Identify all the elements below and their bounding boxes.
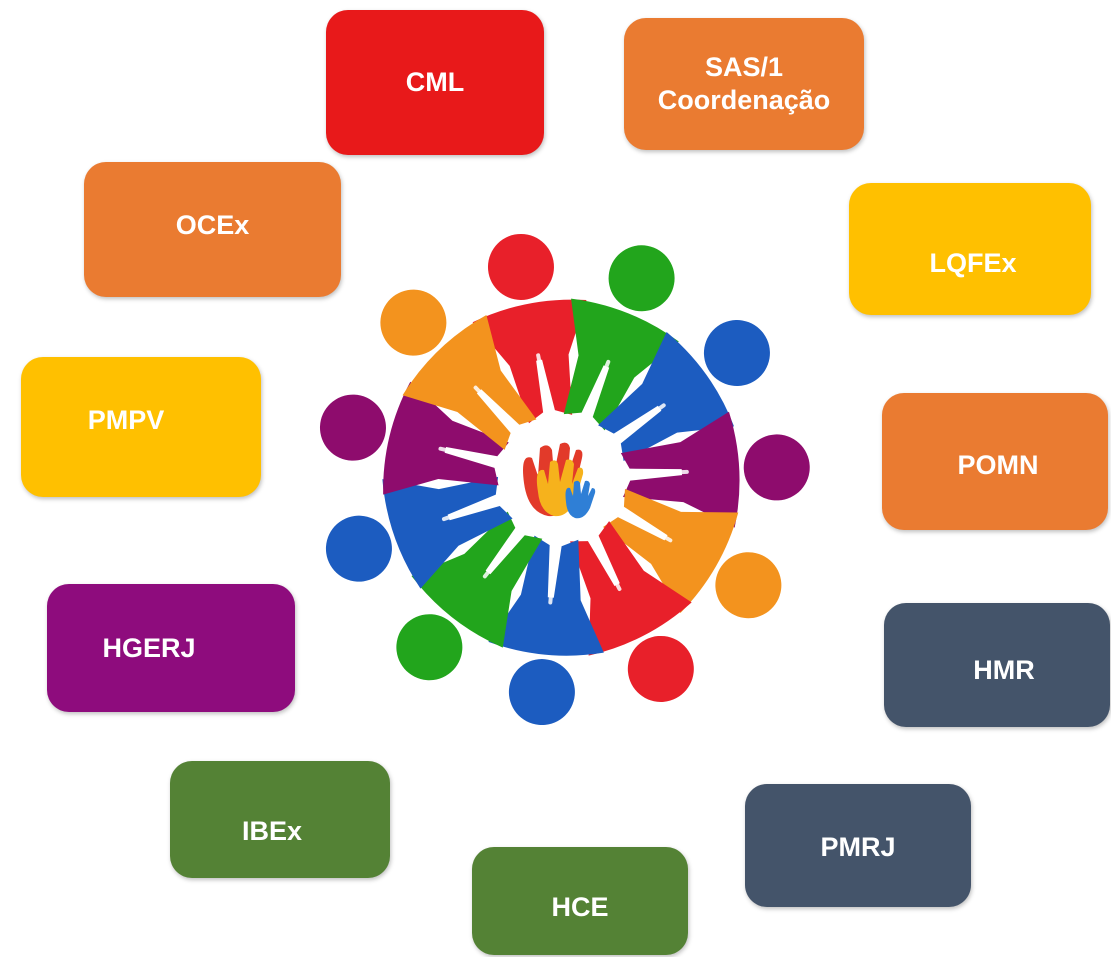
- person-body: [383, 381, 509, 495]
- person-body: [411, 511, 543, 648]
- person-body: [382, 476, 513, 589]
- hand-blue: [565, 480, 596, 519]
- person-head: [396, 614, 463, 681]
- person-body: [488, 535, 604, 656]
- person-leg-line: [536, 353, 552, 416]
- person-head: [487, 233, 554, 300]
- box-ocex-label: OCEx: [175, 210, 250, 241]
- box-pmrj: PMRJ: [745, 784, 971, 907]
- person-head: [325, 515, 392, 582]
- person-leg-line: [590, 534, 622, 592]
- person-head: [715, 552, 782, 619]
- person-body: [598, 331, 735, 462]
- person-leg-line: [441, 497, 502, 522]
- box-sas-label: SAS/1 Coordenação: [657, 52, 831, 115]
- person-leg-line: [482, 527, 524, 579]
- person-body: [603, 488, 739, 614]
- box-pomn: POMN: [882, 393, 1108, 530]
- person-head: [508, 659, 575, 726]
- box-ocex: OCEx: [84, 162, 341, 297]
- box-pmpv-label: PMPV: [87, 404, 165, 435]
- person-figure: [598, 320, 770, 462]
- box-cml-label: CML: [405, 67, 465, 98]
- box-lqfex: LQFEx: [849, 183, 1091, 315]
- person-leg-line: [548, 541, 558, 605]
- box-ibex: IBEx: [170, 761, 390, 878]
- box-hmr-label: HMR: [973, 654, 1035, 685]
- person-figure: [488, 535, 604, 726]
- person-leg-line: [617, 508, 673, 543]
- box-cml: CML: [326, 10, 544, 155]
- person-leg-line: [473, 385, 519, 433]
- person-leg-line: [584, 359, 611, 419]
- person-figure: [396, 511, 543, 681]
- person-head: [627, 635, 694, 702]
- person-body: [472, 299, 587, 424]
- box-pmrj-label: PMRJ: [820, 832, 896, 863]
- box-hce: HCE: [472, 847, 688, 955]
- box-sas-coordenacao: SAS/1 Coordenação: [624, 18, 864, 150]
- person-body: [620, 411, 740, 528]
- box-hgerj-label: HGERJ: [102, 632, 196, 663]
- person-head: [380, 289, 447, 356]
- box-pmpv: PMPV: [21, 357, 261, 497]
- hands-logo-icon: [523, 442, 596, 519]
- person-body: [570, 521, 692, 656]
- box-hgerj: HGERJ: [47, 584, 295, 712]
- person-figure: [472, 233, 587, 424]
- person-figure: [603, 488, 782, 619]
- person-leg-line: [625, 469, 689, 477]
- person-body: [563, 298, 679, 431]
- box-ibex-label: IBEx: [241, 816, 303, 847]
- person-head: [703, 320, 770, 387]
- person-figure: [570, 521, 694, 702]
- box-pomn-label: POMN: [957, 450, 1039, 481]
- person-figure: [325, 476, 513, 589]
- person-head: [743, 434, 810, 501]
- person-head: [319, 394, 386, 461]
- person-leg-line: [613, 403, 666, 442]
- person-figure: [380, 289, 537, 450]
- person-figure: [563, 245, 679, 431]
- person-body: [402, 315, 537, 450]
- box-hce-label: HCE: [551, 891, 609, 922]
- person-figure: [620, 411, 810, 528]
- box-lqfex-label: LQFEx: [929, 247, 1017, 278]
- person-figure: [319, 381, 509, 495]
- person-head: [608, 245, 675, 312]
- box-hmr: HMR: [884, 603, 1110, 727]
- person-leg-line: [438, 446, 500, 465]
